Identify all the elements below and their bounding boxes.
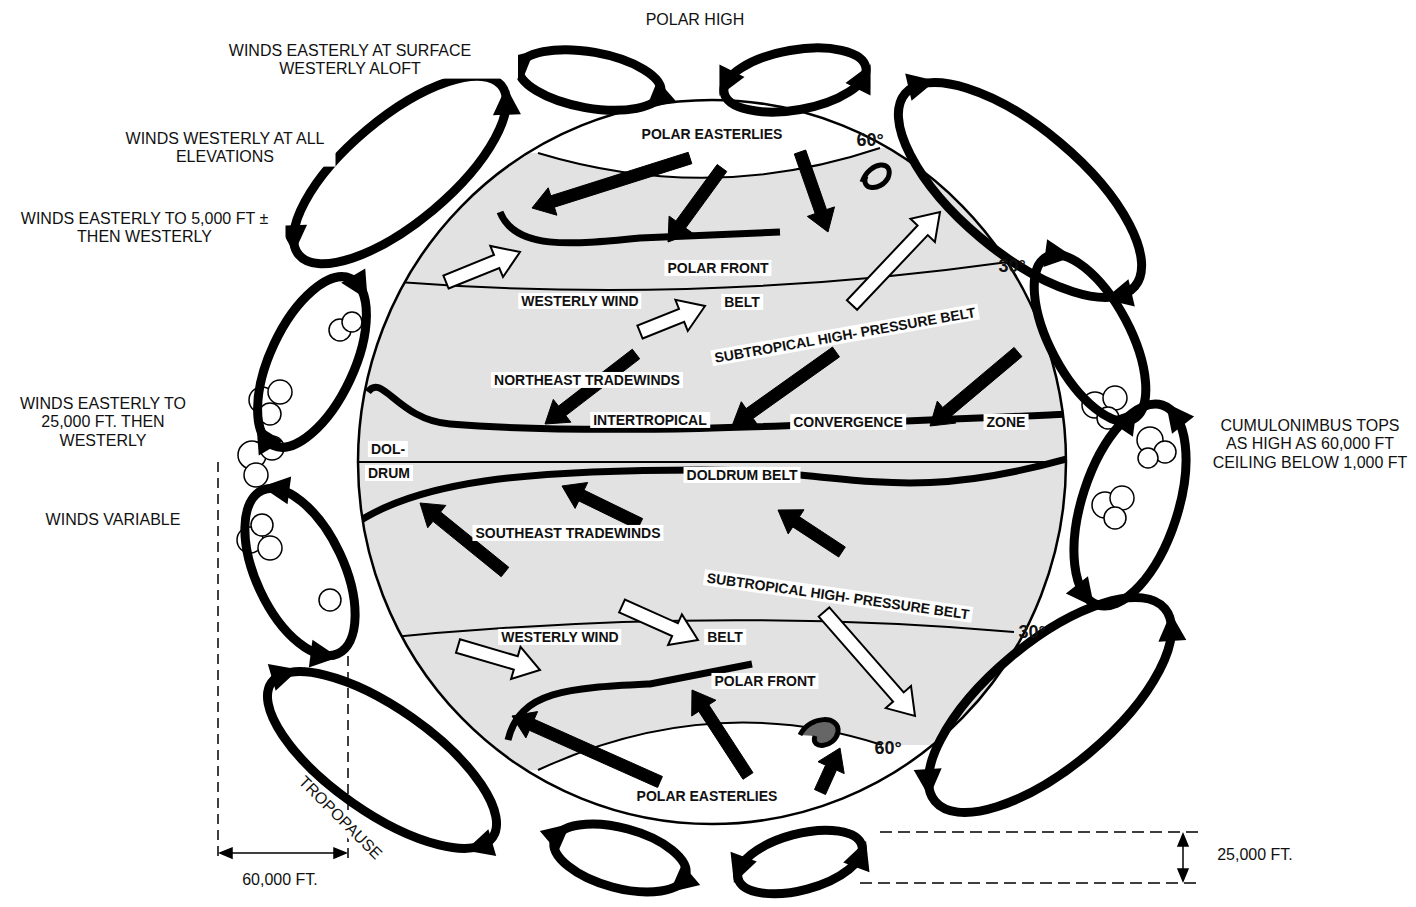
cell-arrowhead	[1158, 613, 1186, 642]
wind-label: INTERTROPICAL	[590, 412, 710, 428]
hollow-wind-arrow	[443, 246, 520, 289]
cell-arrowhead	[465, 829, 496, 856]
wind-arrow	[778, 510, 845, 557]
cell-arrowhead	[670, 864, 700, 893]
equator	[350, 461, 1075, 463]
hollow-wind-arrow	[619, 600, 698, 645]
south-cap	[300, 723, 1120, 907]
wind-label: CUMULONIMBUS TOPS AS HIGH AS 60,000 FT C…	[1210, 417, 1411, 472]
wind-label: 60°	[871, 738, 904, 759]
parallel-60n	[538, 148, 880, 178]
cell-arrowhead	[845, 64, 870, 95]
wind-arrow	[562, 483, 643, 530]
wind-label: DOL-	[368, 441, 408, 457]
hollow-wind-arrow	[819, 607, 915, 716]
wind-label: WINDS VARIABLE	[43, 511, 184, 529]
cell-loop	[719, 38, 871, 122]
hollow-wind-arrow	[847, 212, 940, 310]
cell-loop	[514, 40, 666, 120]
cell-arrowhead	[256, 424, 282, 455]
wind-label: CONVERGENCE	[790, 414, 906, 430]
wind-label: WINDS EASTERLY AT SURFACE WESTERLY ALOFT	[182, 42, 518, 79]
wind-label: SOUTHEAST TRADEWINDS	[472, 525, 663, 541]
cell-arrowhead	[268, 664, 299, 691]
cell-loop	[265, 45, 534, 294]
wind-arrow	[815, 748, 845, 795]
polar-front-n	[500, 212, 780, 243]
polar-caps	[300, 0, 1120, 907]
circulation-cells	[222, 38, 1208, 906]
wind-label: TROPOPAUSE	[293, 771, 388, 866]
wind-label: WESTERLY WIND	[518, 293, 641, 309]
wind-label: POLAR FRONT	[711, 673, 818, 689]
cell-loop	[235, 261, 389, 463]
wind-arrow	[532, 152, 692, 215]
cell-arrowhead	[341, 268, 367, 299]
cell-arrowhead	[1066, 576, 1094, 607]
cell-arrowhead	[914, 768, 942, 797]
hollow-wind-arrow	[637, 300, 705, 339]
wind-label: POLAR FRONT	[664, 260, 771, 276]
wind-label: SUBTROPICAL HIGH- PRESSURE BELT	[703, 569, 973, 623]
cell-arrowhead	[262, 476, 292, 504]
wind-arrows	[420, 150, 1022, 795]
doldrum-line	[358, 458, 1070, 522]
cell-loop	[865, 46, 1175, 334]
cell-arrowhead	[1166, 403, 1194, 434]
cell-loop	[222, 472, 378, 672]
wind-label: WESTERLY WIND	[498, 629, 621, 645]
wind-label: DOLDRUM BELT	[684, 467, 801, 483]
wind-label: WINDS EASTERLY TO 25,000 FT. THEN WESTER…	[5, 395, 201, 450]
cell-arrowhead	[843, 841, 869, 872]
wind-label: WINDS WESTERLY AT ALL ELEVATIONS	[115, 130, 336, 167]
wind-label: 30°	[995, 256, 1028, 277]
wind-label: BELT	[721, 294, 763, 310]
cell-loop	[731, 818, 869, 905]
wind-label: POLAR HIGH	[643, 11, 748, 29]
cell-arrowhead	[731, 852, 757, 883]
wind-label: SUBTROPICAL HIGH- PRESSURE BELT	[710, 304, 979, 367]
cell-arrowhead	[1043, 239, 1073, 267]
cell-arrowhead	[905, 73, 935, 100]
hollow-wind-arrow	[456, 639, 540, 679]
polar-eddy-n	[862, 165, 889, 188]
cell-loop	[242, 640, 523, 880]
polar-eddy-s	[800, 720, 838, 746]
wind-label: 25,000 FT.	[1214, 846, 1296, 864]
wind-arrow	[512, 712, 662, 788]
wind-label: POLAR EASTERLIES	[639, 126, 786, 142]
wind-label: DRUM	[365, 465, 413, 481]
wind-label: NORTHEAST TRADEWINDS	[491, 372, 683, 388]
cell-arrowhead	[719, 64, 744, 95]
wind-label: ZONE	[984, 414, 1029, 430]
wind-arrow	[692, 690, 753, 779]
wind-label: 30°	[1015, 622, 1048, 643]
wind-arrow	[668, 165, 727, 243]
wind-label: POLAR EASTERLIES	[634, 788, 781, 804]
wind-label: 60,000 FT.	[239, 871, 321, 889]
wind-label: WINDS EASTERLY TO 5,000 FT ± THEN WESTER…	[4, 210, 285, 247]
dimension-lines	[218, 462, 1200, 883]
wind-arrow	[794, 150, 834, 232]
cell-loop	[1052, 390, 1208, 619]
cell-arrowhead	[646, 80, 676, 109]
cell-arrowhead	[540, 824, 570, 853]
wind-label: BELT	[704, 629, 746, 645]
cell-arrowhead	[309, 640, 339, 668]
cell-arrowhead	[493, 87, 521, 115]
wind-label: 60°	[853, 130, 886, 151]
